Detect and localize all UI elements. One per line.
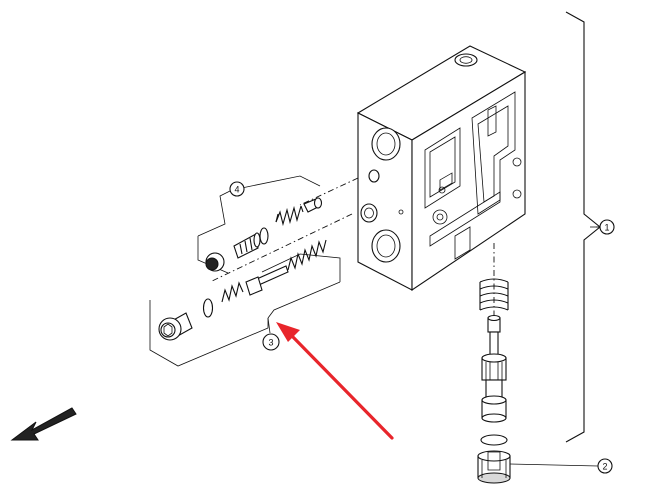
small-spring-upper [275, 205, 304, 227]
valve-block [356, 45, 527, 292]
callout-1: 1 [599, 219, 615, 235]
medium-spring-lower [221, 281, 244, 303]
callout-2-label: 2 [602, 462, 607, 472]
lower-poppet-assembly [158, 239, 327, 341]
axis-lines [209, 177, 495, 420]
callout-1-label: 1 [604, 223, 609, 233]
callout-4: 4 [229, 181, 245, 197]
upper-poppet-assembly [205, 197, 323, 272]
long-spring [287, 239, 327, 271]
vertical-spring [479, 278, 509, 311]
callout-3: 3 [262, 333, 280, 351]
callout-4-label: 4 [234, 185, 239, 195]
leader-lines [267, 226, 600, 467]
direction-arrow-icon [10, 407, 77, 441]
callout-3-label: 3 [268, 338, 273, 348]
callout-2: 2 [597, 458, 613, 474]
red-annotation-arrow [276, 322, 394, 440]
vertical-spool-assembly [477, 278, 511, 484]
bracket-part-3 [149, 281, 341, 367]
